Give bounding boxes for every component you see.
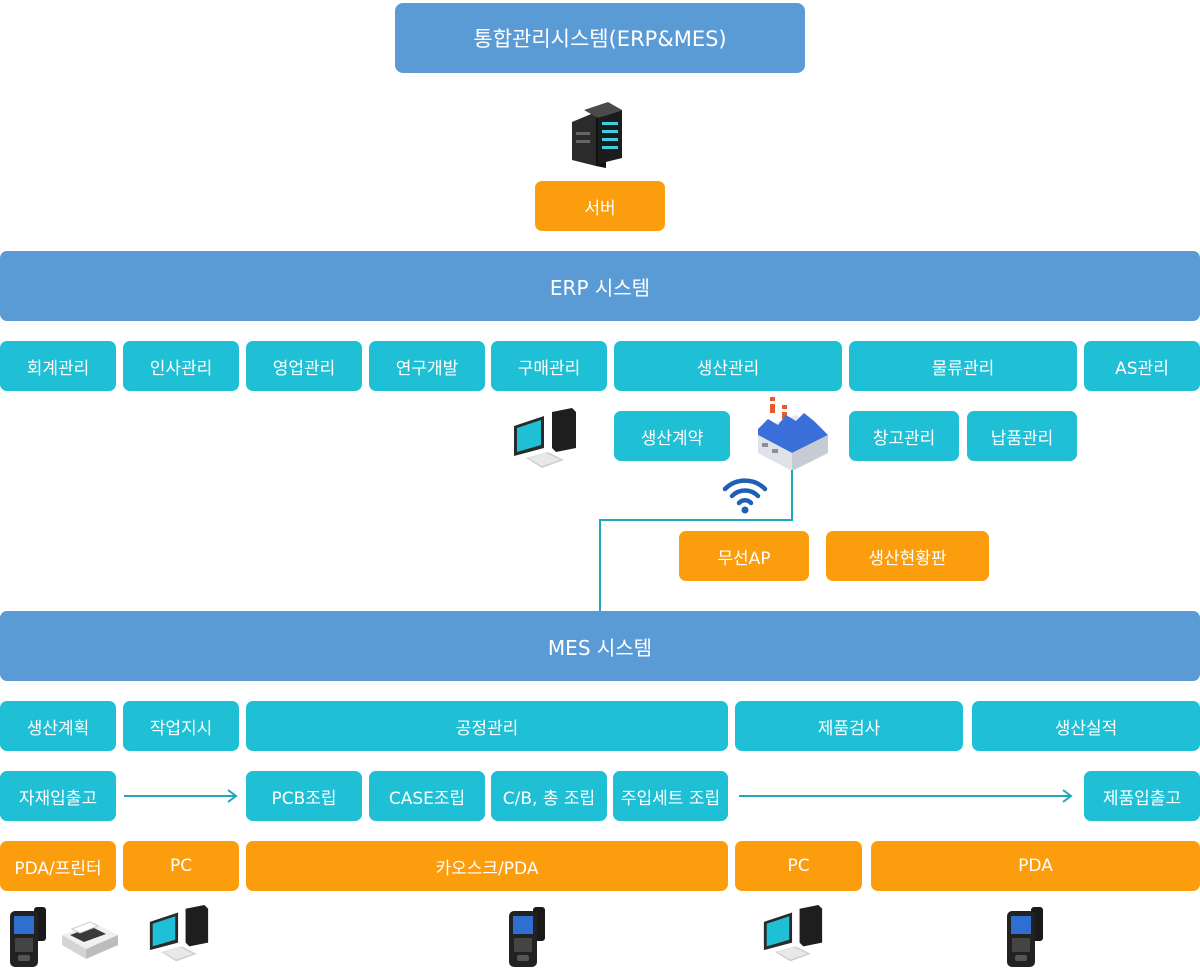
erp-module-rnd: 연구개발 xyxy=(369,341,485,391)
equipment-pc: PC xyxy=(123,841,239,891)
erp-module-hr: 인사관리 xyxy=(123,341,239,391)
mes-module-results: 생산실적 xyxy=(972,701,1200,751)
computer-icon xyxy=(763,905,823,962)
mes-system-bar: MES 시스템 xyxy=(0,611,1200,681)
erp-module-logistics: 물류관리 xyxy=(849,341,1077,391)
wifi-icon xyxy=(722,478,768,514)
pda-icon xyxy=(1007,907,1043,967)
process-injection-set: 주입세트 조립 xyxy=(613,771,728,821)
production-board-label: 생산현황판 xyxy=(826,531,989,581)
process-pcb: PCB조립 xyxy=(246,771,362,821)
erp-system-bar: ERP 시스템 xyxy=(0,251,1200,321)
process-material-io: 자재입출고 xyxy=(0,771,116,821)
server-label: 서버 xyxy=(535,181,665,231)
arrow-right-icon xyxy=(739,789,1073,803)
equipment-pda-printer: PDA/프린터 xyxy=(0,841,116,891)
erp-module-as: AS관리 xyxy=(1084,341,1200,391)
process-product-io: 제품입출고 xyxy=(1084,771,1200,821)
connector-line xyxy=(599,519,601,611)
pda-icon xyxy=(10,907,46,967)
wireless-ap-label: 무선AP xyxy=(679,531,809,581)
computer-icon xyxy=(514,408,576,468)
equipment-kiosk-pda: 카오스크/PDA xyxy=(246,841,728,891)
process-cb-assembly: C/B, 총 조립 xyxy=(491,771,607,821)
pda-icon xyxy=(509,907,545,967)
printer-icon xyxy=(62,921,118,959)
erp-module-production: 생산관리 xyxy=(614,341,842,391)
erp-sub-delivery: 납품관리 xyxy=(967,411,1077,461)
factory-icon xyxy=(758,397,828,471)
arrow-right-icon xyxy=(124,789,238,803)
erp-module-accounting: 회계관리 xyxy=(0,341,116,391)
connector-line xyxy=(791,470,793,521)
computer-icon xyxy=(149,905,209,962)
connector-line xyxy=(599,519,793,521)
erp-sub-warehouse: 창고관리 xyxy=(849,411,959,461)
mes-module-process: 공정관리 xyxy=(246,701,728,751)
server-icon xyxy=(572,102,622,168)
process-case: CASE조립 xyxy=(369,771,485,821)
page-title: 통합관리시스템(ERP&MES) xyxy=(395,3,805,73)
erp-module-purchasing: 구매관리 xyxy=(491,341,607,391)
equipment-pda: PDA xyxy=(871,841,1200,891)
mes-module-planning: 생산계획 xyxy=(0,701,116,751)
equipment-pc: PC xyxy=(735,841,862,891)
erp-module-sales: 영업관리 xyxy=(246,341,362,391)
erp-sub-production-contract: 생산계약 xyxy=(614,411,730,461)
mes-module-inspection: 제품검사 xyxy=(735,701,963,751)
mes-module-work-order: 작업지시 xyxy=(123,701,239,751)
